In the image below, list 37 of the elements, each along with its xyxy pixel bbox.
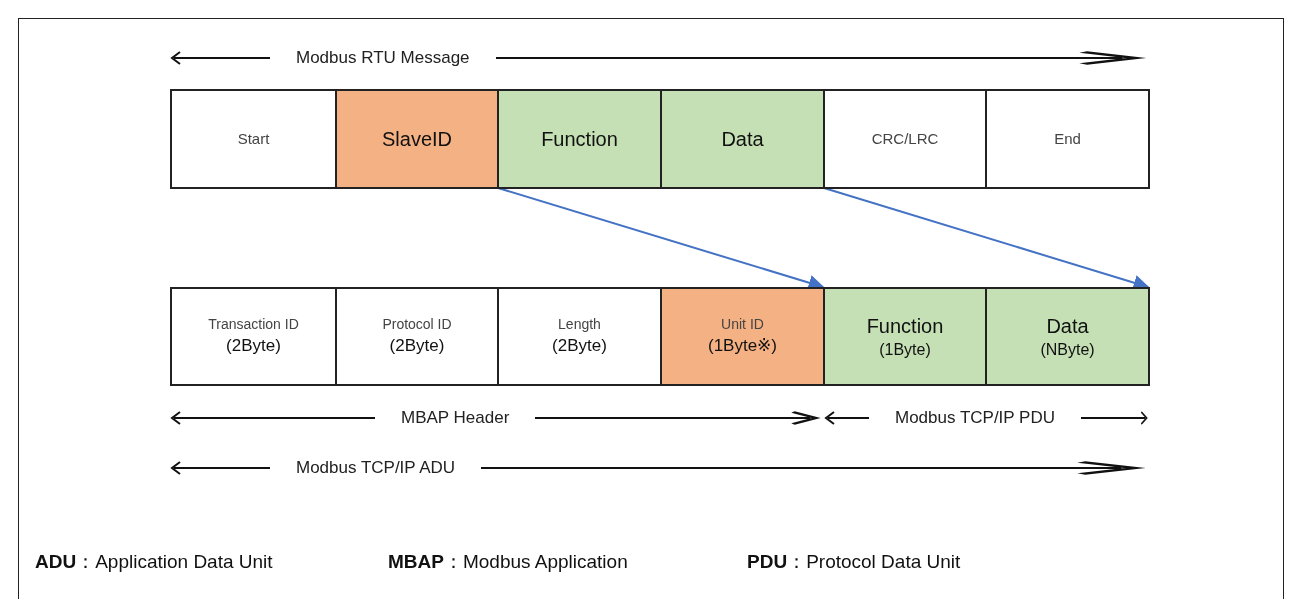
field-label: Function (541, 128, 618, 150)
abbreviation-note: MBAP：Modbus Application (388, 550, 628, 574)
field-box (823, 287, 987, 386)
field-box (335, 287, 499, 386)
field-label: (2Byte) (552, 336, 607, 356)
field-label: (1Byte※) (707, 336, 777, 356)
field-label: (2Byte) (389, 336, 445, 356)
field-label: Start (237, 130, 270, 148)
field-label: End (1054, 130, 1081, 148)
field-label: Function (866, 314, 944, 337)
field-label: (2Byte) (226, 336, 281, 356)
span-label: Modbus RTU Message (296, 48, 470, 68)
field-box (985, 89, 1150, 189)
field-box (170, 89, 337, 189)
span-label: Modbus TCP/IP PDU (895, 408, 1055, 428)
field-box (170, 287, 337, 386)
field-label: CRC/LRC (871, 130, 939, 148)
field-label: Data (1046, 314, 1089, 337)
field-box (985, 287, 1150, 386)
abbreviation-note: ADU：Application Data Unit (35, 550, 273, 574)
field-label: Length (558, 317, 601, 333)
field-box (660, 287, 825, 386)
field-label: SlaveID (382, 128, 452, 150)
field-box (497, 287, 662, 386)
field-label: (1Byte) (879, 340, 931, 359)
field-label: (NByte) (1040, 340, 1095, 359)
span-label: MBAP Header (401, 408, 510, 428)
field-box (335, 89, 499, 189)
field-label: Transaction ID (208, 317, 299, 333)
span-label: Modbus TCP/IP ADU (296, 458, 456, 478)
field-box (497, 89, 662, 189)
field-label: Data (721, 128, 764, 150)
field-box (823, 89, 987, 189)
field-box (660, 89, 825, 189)
field-label: Protocol ID (382, 317, 452, 333)
abbreviation-note: PDU：Protocol Data Unit (747, 550, 961, 574)
field-label: Unit ID (721, 317, 764, 333)
